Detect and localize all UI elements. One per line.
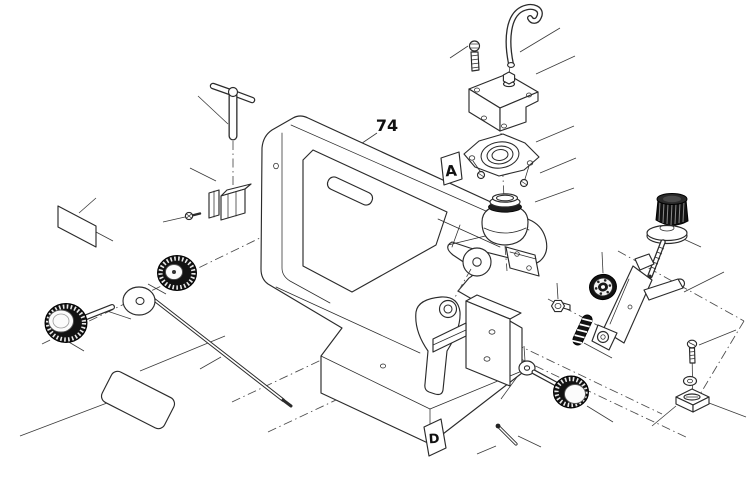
- knob-washer: [122, 286, 156, 316]
- tension-lever: [591, 253, 686, 351]
- shaft-washer: [518, 360, 536, 376]
- clip-screw: [184, 211, 202, 221]
- housing-screw: [468, 40, 481, 72]
- label-plate-small: [57, 205, 97, 248]
- centerlines-over: [453, 245, 508, 300]
- mounting-bracket: [432, 294, 522, 387]
- blade-rod: [141, 289, 293, 408]
- bearing-flange: [463, 133, 540, 177]
- pin: [495, 423, 518, 446]
- label-plate-large: [100, 370, 176, 430]
- detail-tag-a: A: [440, 151, 463, 186]
- hex-key-clip: [208, 183, 252, 221]
- pivot-disc: [462, 247, 492, 277]
- detail-tag-d-letter: D: [428, 432, 440, 448]
- detail-tag-d: D: [423, 418, 447, 457]
- clamp-block: [675, 388, 710, 413]
- flange-screw-right: [519, 165, 530, 188]
- lock-knob-assembly: [518, 360, 589, 409]
- detail-tag-a-letter: A: [445, 162, 458, 181]
- flange-screw-left: [472, 160, 486, 180]
- hex-key: [209, 82, 256, 141]
- tension-knob: [646, 193, 689, 245]
- frame-slot: [326, 176, 374, 206]
- blade-holder-bracket: [505, 246, 540, 277]
- bushing: [550, 299, 571, 313]
- clamp-washer-hole: [687, 378, 693, 384]
- spring: [571, 314, 593, 346]
- ball-bearing: [589, 273, 617, 301]
- blower-housing: [468, 71, 539, 132]
- clamp-washer: [682, 375, 698, 387]
- blower-tube: [505, 4, 543, 68]
- clamp-screw: [686, 339, 698, 364]
- speed-knob-assembly: [44, 255, 197, 343]
- part-number-label: 74: [376, 116, 398, 135]
- bellows: [481, 193, 529, 246]
